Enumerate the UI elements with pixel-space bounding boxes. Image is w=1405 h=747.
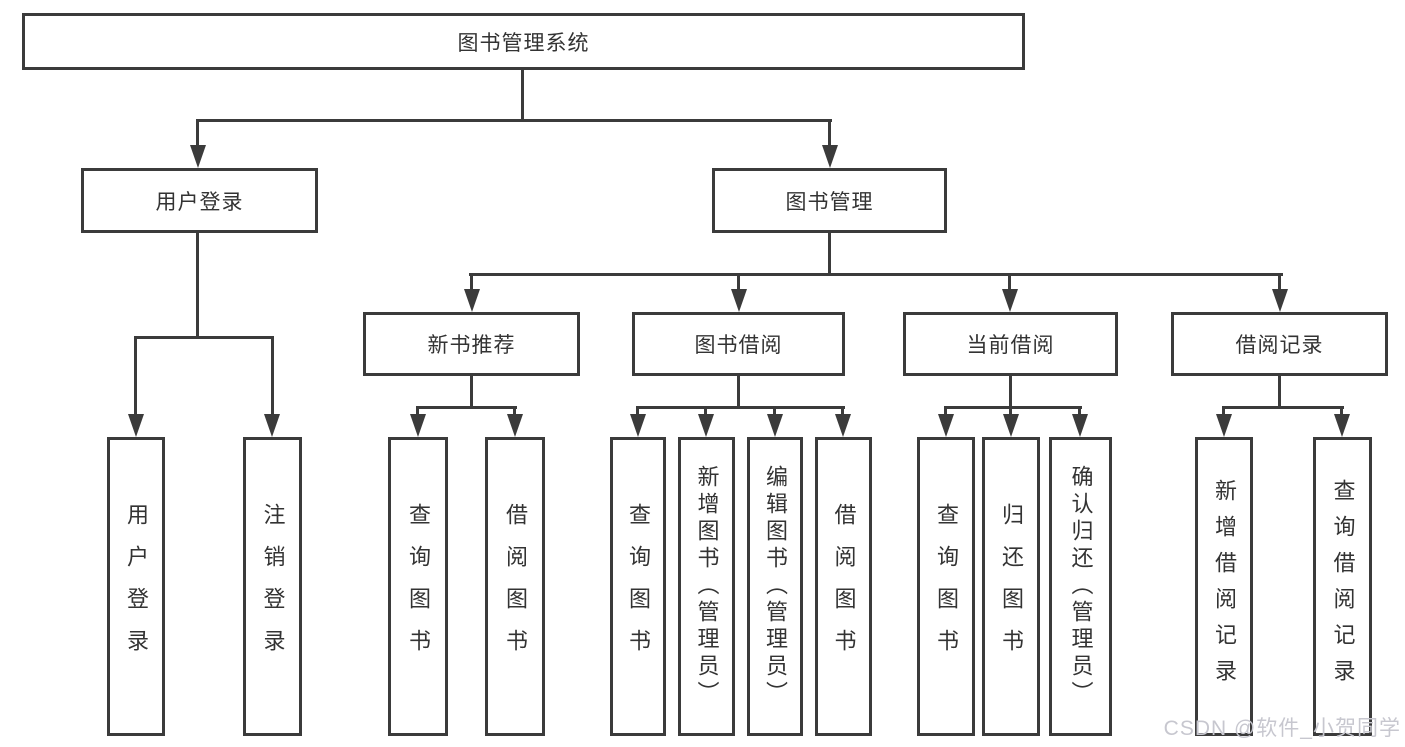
node-current-borrowing: 当前借阅 (903, 312, 1118, 376)
connector-line (521, 70, 524, 121)
arrowhead-down-icon (128, 414, 144, 437)
node-leaf-query-books-2: 查询图书 (610, 437, 666, 736)
node-leaf-add-borrow-record: 新增借阅记录 (1195, 437, 1253, 736)
connector-line (944, 406, 947, 418)
connector-line (271, 336, 274, 418)
arrowhead-down-icon (698, 414, 714, 437)
connector-line (416, 406, 419, 418)
connector-line (737, 273, 740, 292)
node-leaf-query-books-1: 查询图书 (388, 437, 448, 736)
arrowhead-down-icon (410, 414, 426, 437)
connector-line (636, 406, 639, 418)
arrowhead-down-icon (507, 414, 523, 437)
node-leaf-query-borrow-record: 查询借阅记录 (1313, 437, 1372, 736)
connector-line (416, 406, 517, 409)
node-label: 借阅图书 (831, 502, 857, 671)
node-leaf-add-book-admin: 新增图书（管理员） (678, 437, 735, 736)
arrowhead-down-icon (1002, 289, 1018, 312)
arrowhead-down-icon (1334, 414, 1350, 437)
connector-line (134, 336, 137, 418)
connector-line (704, 406, 707, 418)
node-leaf-borrow-books-1: 借阅图书 (485, 437, 545, 736)
node-book-borrowing: 图书借阅 (632, 312, 845, 376)
arrowhead-down-icon (1003, 414, 1019, 437)
arrowhead-down-icon (264, 414, 280, 437)
arrowhead-down-icon (1072, 414, 1088, 437)
node-borrowing-records: 借阅记录 (1171, 312, 1388, 376)
connector-line (1009, 376, 1012, 408)
arrowhead-down-icon (1272, 289, 1288, 312)
node-leaf-query-books-3: 查询图书 (917, 437, 975, 736)
connector-line (773, 406, 776, 418)
arrowhead-down-icon (630, 414, 646, 437)
node-label: 查询图书 (934, 502, 959, 671)
connector-line (841, 406, 844, 418)
arrowhead-down-icon (1216, 414, 1232, 437)
connector-line (1008, 273, 1011, 292)
node-leaf-return-book: 归还图书 (982, 437, 1040, 736)
node-leaf-confirm-return-admin: 确认归还（管理员） (1049, 437, 1112, 736)
connector-line (1009, 406, 1012, 418)
node-label: 归还图书 (999, 502, 1024, 671)
node-label: 借阅图书 (503, 502, 528, 671)
node-label: 用户登录 (124, 502, 149, 671)
connector-line (196, 119, 199, 149)
arrowhead-down-icon (767, 414, 783, 437)
connector-line (196, 233, 199, 338)
connector-line (1078, 406, 1081, 418)
connector-line (513, 406, 516, 418)
node-label: 新增借阅记录 (1212, 478, 1237, 695)
connector-line (469, 273, 1283, 276)
connector-line (1278, 273, 1281, 292)
arrowhead-down-icon (731, 289, 747, 312)
node-leaf-borrow-books-2: 借阅图书 (815, 437, 872, 736)
connector-line (470, 273, 473, 292)
connector-line (737, 376, 740, 408)
connector-line (1340, 406, 1343, 418)
connector-line (470, 376, 473, 408)
node-label: 查询图书 (626, 502, 651, 671)
connector-line (1278, 376, 1281, 408)
connector-line (828, 119, 831, 149)
connector-line (944, 406, 1082, 409)
arrowhead-down-icon (822, 145, 838, 168)
node-library-management-system: 图书管理系统 (22, 13, 1025, 70)
connector-line (196, 119, 832, 122)
node-label: 编辑图书（管理员） (763, 465, 788, 708)
node-book-management: 图书管理 (712, 168, 947, 233)
arrowhead-down-icon (835, 414, 851, 437)
node-leaf-logout: 注销登录 (243, 437, 302, 736)
arrowhead-down-icon (464, 289, 480, 312)
node-leaf-edit-book-admin: 编辑图书（管理员） (747, 437, 803, 736)
node-label: 查询借阅记录 (1330, 478, 1356, 695)
node-label: 确认归还（管理员） (1068, 465, 1094, 708)
node-label: 查询图书 (406, 502, 431, 671)
node-user-login: 用户登录 (81, 168, 318, 233)
watermark: CSDN @软件_小贺同学 (1163, 717, 1401, 740)
connector-line (1222, 406, 1225, 418)
node-leaf-user-login: 用户登录 (107, 437, 165, 736)
arrowhead-down-icon (938, 414, 954, 437)
node-new-book-recommend: 新书推荐 (363, 312, 580, 376)
node-label: 新增图书（管理员） (694, 465, 720, 708)
connector-line (636, 406, 845, 409)
node-label: 注销登录 (260, 502, 286, 671)
connector-line (134, 336, 274, 339)
connector-line (1222, 406, 1344, 409)
connector-line (828, 233, 831, 275)
arrowhead-down-icon (190, 145, 206, 168)
